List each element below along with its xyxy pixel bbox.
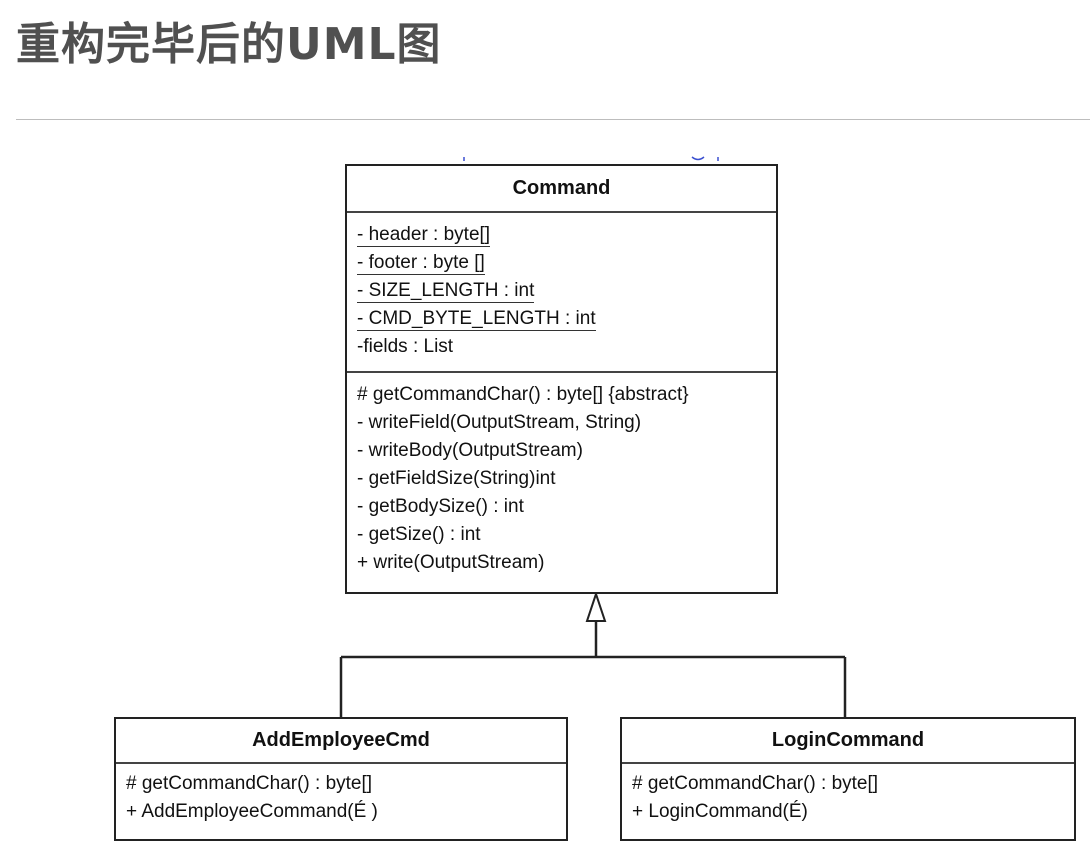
class-name: Command <box>347 166 776 213</box>
method-row: # getCommandChar() : byte[] <box>632 773 879 794</box>
attribute-row: - CMD_BYTE_LENGTH : int <box>357 305 766 333</box>
class-name: LoginCommand <box>622 719 1074 764</box>
method-row: - getFieldSize(String)int <box>357 468 556 489</box>
method-row: - writeBody(OutputStream) <box>357 440 583 461</box>
attribute-text: -fields : List <box>357 336 454 357</box>
method-row: + write(OutputStream) <box>357 552 545 573</box>
class-command: Command - header : byte[] - footer : byt… <box>345 164 778 594</box>
title-divider <box>16 119 1090 120</box>
method-row: - getBodySize() : int <box>357 496 524 517</box>
method-row: - writeField(OutputStream, String) <box>357 412 642 433</box>
attribute-row: - SIZE_LENGTH : int <box>357 277 766 305</box>
methods-compartment: # getCommandChar() : byte[] + AddEmploye… <box>116 764 566 826</box>
method-row: + LoginCommand(É) <box>632 801 808 822</box>
method-row: # getCommandChar() : byte[] <box>126 773 373 794</box>
method-row: + AddEmployeeCommand(É ) <box>126 801 378 822</box>
class-add-employee-cmd: AddEmployeeCmd # getCommandChar() : byte… <box>114 717 568 841</box>
methods-compartment: # getCommandChar() : byte[] {abstract} -… <box>347 373 776 577</box>
attribute-text: - footer : byte [] <box>357 252 485 275</box>
attributes-compartment: - header : byte[] - footer : byte [] - S… <box>347 213 776 373</box>
attribute-row: -fields : List <box>357 333 766 361</box>
method-row: - getSize() : int <box>357 524 481 545</box>
class-login-command: LoginCommand # getCommandChar() : byte[]… <box>620 717 1076 841</box>
generalization-arrowhead <box>585 590 607 622</box>
attribute-text: - CMD_BYTE_LENGTH : int <box>357 308 596 331</box>
attribute-text: - header : byte[] <box>357 224 491 247</box>
attribute-row: - footer : byte [] <box>357 249 766 277</box>
methods-compartment: # getCommandChar() : byte[] + LoginComma… <box>622 764 1074 826</box>
method-row: # getCommandChar() : byte[] {abstract} <box>357 384 689 405</box>
class-name: AddEmployeeCmd <box>116 719 566 764</box>
cropped-annotation-fragment <box>463 156 719 161</box>
attribute-row: - header : byte[] <box>357 221 766 249</box>
attribute-text: - SIZE_LENGTH : int <box>357 280 535 303</box>
page-title: 重构完毕后的UML图 <box>16 19 442 70</box>
